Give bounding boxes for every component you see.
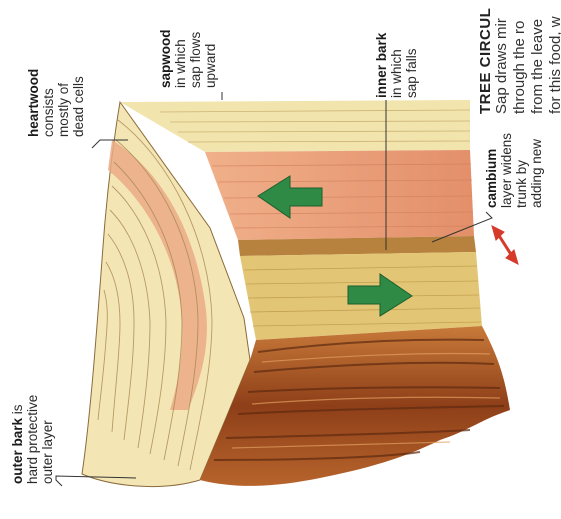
outer-bark-label: outer bark is hard protective outer laye…	[10, 395, 55, 484]
heartwood-label: heartwood consists mostly of dead cells	[26, 69, 86, 137]
panel-title: TREE CIRCUL	[478, 8, 493, 114]
growth-double-arrow	[492, 226, 518, 264]
sapwood-label: sapwood in which sap flows upward	[158, 29, 218, 88]
cambium-label: cambium layer widens trunk by adding new	[484, 133, 544, 208]
heartwood-band	[120, 100, 470, 152]
inner-bark-label: inner bark in which sap falls	[374, 33, 419, 98]
tree-circulation-panel: TREE CIRCUL Sap draws mir through the ro…	[478, 8, 561, 114]
